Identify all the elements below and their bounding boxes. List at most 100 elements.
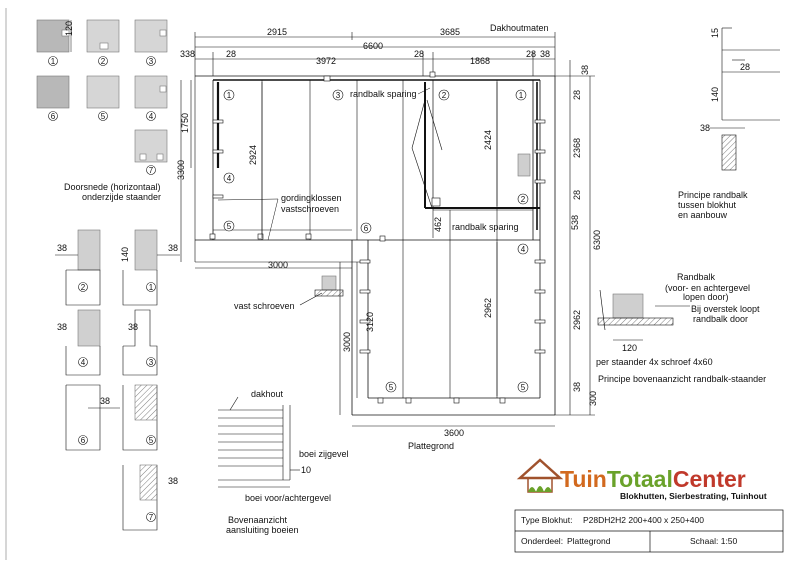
section-icons	[36, 19, 168, 163]
doorsnede-label-2: onderzijde staander	[82, 192, 161, 202]
svg-text:28: 28	[740, 62, 750, 72]
vastschroeven-label: vastschroeven	[281, 204, 339, 214]
title-block	[514, 509, 784, 553]
principe-randbalk-3: en aanbouw	[678, 210, 728, 220]
svg-text:3: 3	[336, 91, 341, 100]
profile-6-icon	[36, 75, 70, 109]
section-details	[55, 229, 180, 531]
svg-text:2: 2	[521, 195, 526, 204]
svg-text:538: 538	[570, 215, 580, 230]
svg-text:2924: 2924	[248, 145, 258, 165]
svg-text:15: 15	[710, 28, 720, 38]
svg-text:3000: 3000	[342, 332, 352, 352]
svg-text:2962: 2962	[483, 298, 493, 318]
svg-text:3: 3	[149, 57, 154, 66]
vast-schroeven-label: vast schroeven	[234, 301, 295, 311]
svg-text:1: 1	[519, 91, 524, 100]
gordingklossen-label: gordingklossen	[281, 193, 342, 203]
svg-text:38: 38	[57, 322, 67, 332]
svg-text:300: 300	[588, 391, 598, 406]
overstek-2: randbalk door	[693, 314, 748, 324]
randbalk-title: Randbalk	[677, 272, 716, 282]
icon-dim-120: 120	[64, 21, 74, 36]
boeien-detail	[218, 396, 300, 488]
svg-text:28: 28	[572, 190, 582, 200]
plan-markers: 1 3 2 1 4 2 5 6 4 5 5	[223, 89, 529, 393]
svg-text:4: 4	[521, 245, 526, 254]
svg-text:38: 38	[168, 243, 178, 253]
boei-zijgevel-label: boei zijgevel	[299, 449, 349, 459]
svg-text:6: 6	[81, 436, 86, 445]
svg-text:6600: 6600	[363, 41, 383, 51]
svg-text:1868: 1868	[470, 56, 490, 66]
svg-text:38: 38	[572, 382, 582, 392]
svg-text:38: 38	[128, 322, 138, 332]
inner-dimension-lines	[195, 82, 555, 427]
section-detail-labels: 38 140 38 38 38 38 38 2 1 4 3 6 5 7	[57, 243, 178, 522]
svg-text:2: 2	[81, 283, 86, 292]
svg-text:3972: 3972	[316, 56, 336, 66]
svg-text:120: 120	[622, 343, 637, 353]
randbalk-sparing-label-top: randbalk sparing	[350, 89, 417, 99]
icon-numbers: 1 2 3 6 5 4 7	[48, 56, 156, 175]
svg-text:1: 1	[51, 57, 56, 66]
svg-text:4: 4	[149, 112, 154, 121]
principe-randbalk-2: tussen blokhut	[678, 200, 737, 210]
svg-text:140: 140	[120, 247, 130, 262]
randbalk-sub-1: (voor- en achtergevel	[665, 283, 750, 293]
bovenaanzicht-label-2: aansluiting boeien	[226, 525, 299, 535]
svg-text:7: 7	[149, 513, 154, 522]
svg-text:28: 28	[226, 49, 236, 59]
onderdeel-value: Plattegrond	[567, 536, 611, 546]
svg-text:38: 38	[168, 476, 178, 486]
svg-text:2368: 2368	[572, 138, 582, 158]
randbalk-sparing-label-mid: randbalk sparing	[452, 222, 519, 232]
plattegrond-title: Plattegrond	[408, 441, 454, 451]
svg-text:3120: 3120	[365, 312, 375, 332]
svg-text:7: 7	[149, 166, 154, 175]
svg-text:1750: 1750	[180, 113, 190, 133]
svg-text:5: 5	[149, 436, 154, 445]
svg-text:3600: 3600	[444, 428, 464, 438]
floor-plan	[194, 75, 556, 416]
svg-text:38: 38	[57, 243, 67, 253]
svg-text:1: 1	[227, 91, 232, 100]
overstek-1: Bij overstek loopt	[691, 304, 760, 314]
svg-text:2: 2	[442, 91, 447, 100]
randbalk-staander-detail	[597, 289, 690, 341]
house-roof-icon	[516, 458, 564, 480]
svg-text:2915: 2915	[267, 27, 287, 37]
svg-text:3685: 3685	[440, 27, 460, 37]
svg-text:2424: 2424	[483, 130, 493, 150]
svg-text:38: 38	[580, 65, 590, 75]
svg-text:6: 6	[51, 112, 56, 121]
svg-text:10: 10	[301, 465, 311, 475]
svg-text:5: 5	[521, 383, 526, 392]
profile-5-icon	[86, 75, 120, 109]
vast-schroeven-detail	[299, 275, 344, 306]
svg-text:4: 4	[227, 174, 232, 183]
right-dimension-lines	[555, 60, 595, 416]
gording-blocks	[209, 71, 546, 404]
principe-randbalk-1: Principe randbalk	[678, 190, 748, 200]
left-dimension-lines	[180, 80, 192, 262]
svg-text:2962: 2962	[572, 310, 582, 330]
svg-text:5: 5	[389, 383, 394, 392]
dakhout-label: dakhout	[251, 389, 284, 399]
boei-voor-achtergevel-label: boei voor/achtergevel	[245, 493, 331, 503]
per-staander-label: per staander 4x schroef 4x60	[596, 357, 713, 367]
svg-text:28: 28	[572, 90, 582, 100]
svg-text:38: 38	[100, 396, 110, 406]
svg-text:5: 5	[101, 112, 106, 121]
type-value: P28DH2H2 200+400 x 250+400	[583, 515, 704, 525]
svg-text:4: 4	[81, 358, 86, 367]
randbalk-principle-detail	[710, 27, 780, 171]
svg-text:38: 38	[700, 123, 710, 133]
dakhoutmaten-title: Dakhoutmaten	[490, 23, 549, 33]
svg-text:2: 2	[101, 57, 106, 66]
svg-text:6: 6	[364, 224, 369, 233]
svg-text:28: 28	[526, 49, 536, 59]
svg-text:3000: 3000	[268, 260, 288, 270]
